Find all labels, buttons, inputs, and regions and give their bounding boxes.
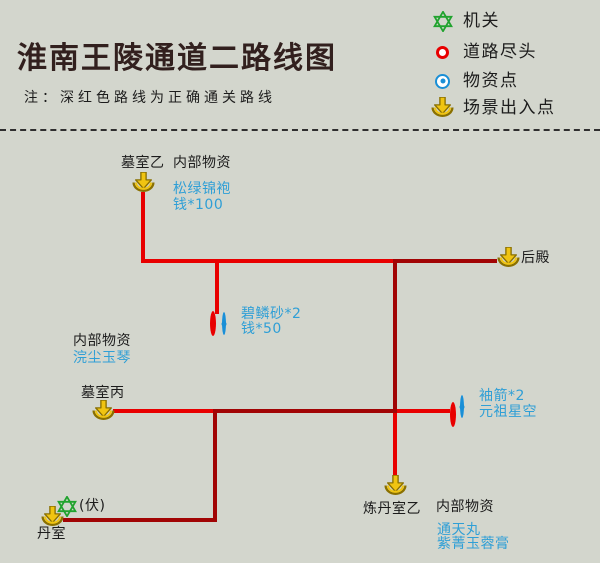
exit-arrow-marker xyxy=(131,171,156,198)
route-segment-bright xyxy=(393,413,397,476)
legend-item-label: 场景出入点 xyxy=(463,97,556,118)
map-label: 墓室乙 xyxy=(121,155,165,171)
map-label: 内部物资 xyxy=(73,333,131,349)
legend-item: 场景出入点 xyxy=(429,97,556,119)
page-title: 淮南王陵通道二路线图 xyxy=(17,41,337,76)
legend-item-label: 道路尽头 xyxy=(463,42,537,62)
route-segment-bright xyxy=(215,263,219,314)
map-label: 钱*50 xyxy=(241,321,282,337)
dead-end-icon xyxy=(210,311,216,336)
trap-star-icon xyxy=(57,495,77,521)
legend-item: 机关 xyxy=(429,11,500,32)
map-label: 后殿 xyxy=(521,250,550,266)
route-segment-dark xyxy=(393,259,497,263)
map-label: 丹室 xyxy=(37,526,66,542)
map-label: 炼丹室乙 xyxy=(363,501,421,517)
trap-star-marker xyxy=(57,495,77,521)
route-segment-bright xyxy=(141,192,145,263)
route-segment-bright xyxy=(395,409,450,413)
exit-arrow-icon xyxy=(383,474,408,501)
route-segment-dark xyxy=(213,409,217,522)
exit-arrow-marker xyxy=(40,505,65,532)
dead-end-icon xyxy=(450,402,456,427)
map-label: 通天丸 xyxy=(437,522,481,538)
exit-arrow-icon xyxy=(40,505,65,532)
exit-arrow-marker xyxy=(496,246,521,273)
legend-item: 物资点 xyxy=(429,72,519,91)
route-segment-dark xyxy=(63,518,217,522)
exit-arrow-icon xyxy=(91,399,116,426)
map-label: 元祖星空 xyxy=(479,404,537,420)
exit-arrow-icon xyxy=(131,171,156,198)
map-label: 内部物资 xyxy=(436,499,494,515)
supply-point-icon xyxy=(222,312,226,335)
supply-point-icon xyxy=(429,73,456,89)
dead-end-icon xyxy=(429,45,456,59)
map-label: 内部物资 xyxy=(173,155,231,171)
dashed-separator xyxy=(0,129,600,131)
map-label: (伏) xyxy=(79,498,106,514)
route-segment-bright xyxy=(141,259,395,263)
exit-arrow-icon xyxy=(429,97,456,119)
map-label: 墓室丙 xyxy=(81,385,125,401)
supply-point-icon xyxy=(460,395,464,418)
exit-arrow-marker xyxy=(383,474,408,501)
exit-arrow-icon xyxy=(496,246,521,273)
map-label: 松绿锦袍 xyxy=(173,181,231,197)
map-label: 碧鳞砂*2 xyxy=(241,306,302,322)
supply-point-marker xyxy=(460,395,464,418)
route-segment-dark xyxy=(393,261,397,413)
dead-end-marker xyxy=(450,402,456,427)
trap-star-icon xyxy=(429,11,456,32)
map-label: 袖箭*2 xyxy=(479,388,525,404)
supply-point-marker xyxy=(222,312,226,335)
route-segment-dark xyxy=(215,409,395,413)
route-color-note: 注：深红色路线为正确通关路线 xyxy=(24,90,276,106)
route-segment-bright xyxy=(113,409,215,413)
legend-item-label: 物资点 xyxy=(463,71,519,91)
map-label: 钱*100 xyxy=(173,197,224,213)
legend-item-label: 机关 xyxy=(463,11,500,32)
map-label: 紫菁玉蓉膏 xyxy=(437,536,510,552)
dead-end-marker xyxy=(210,311,216,336)
map-label: 浣尘玉琴 xyxy=(73,350,131,366)
legend-item: 道路尽头 xyxy=(429,43,537,62)
exit-arrow-marker xyxy=(91,399,116,426)
